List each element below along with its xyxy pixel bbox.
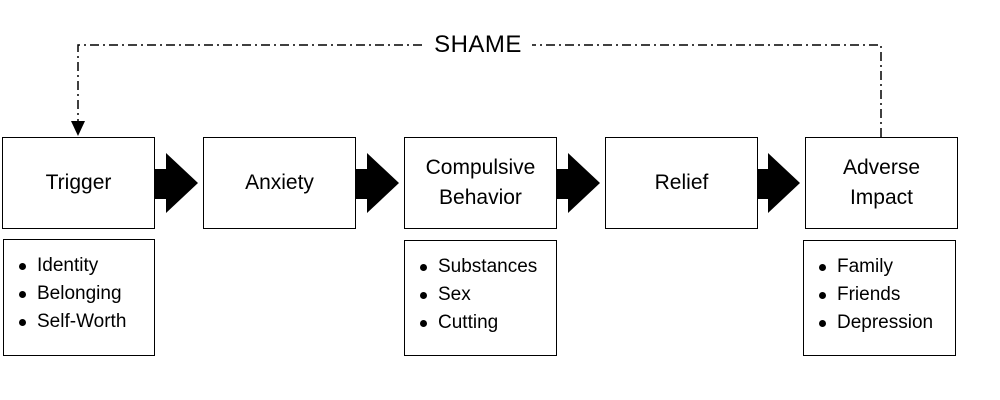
arrow-relief-to-adverse-impact	[756, 153, 800, 213]
list-item: Belonging	[16, 280, 154, 308]
step-compulsive-behavior: Compulsive Behavior	[404, 137, 557, 229]
arrow-compulsive-behavior-to-relief	[556, 153, 600, 213]
feedback-arrowhead	[71, 121, 85, 136]
feedback-loop-line	[77, 44, 882, 137]
arrow-trigger-to-anxiety	[154, 153, 198, 213]
shame-label: SHAME	[424, 30, 532, 60]
list-item: Depression	[816, 309, 955, 337]
list-item: Cutting	[417, 309, 556, 337]
step-trigger: Trigger	[2, 137, 155, 229]
arrow-anxiety-to-compulsive-behavior	[355, 153, 399, 213]
step-adverse-impact: Adverse Impact	[805, 137, 958, 229]
step-relief: Relief	[605, 137, 758, 229]
list-item: Identity	[16, 252, 154, 280]
adverse-impact-details-list: Family Friends Depression	[803, 240, 956, 356]
list-item: Friends	[816, 281, 955, 309]
trigger-details-list: Identity Belonging Self-Worth	[3, 239, 155, 356]
list-item: Sex	[417, 281, 556, 309]
list-item: Family	[816, 253, 955, 281]
compulsive-behavior-details-list: Substances Sex Cutting	[404, 240, 557, 356]
step-anxiety: Anxiety	[203, 137, 356, 229]
list-item: Self-Worth	[16, 308, 154, 336]
list-item: Substances	[417, 253, 556, 281]
